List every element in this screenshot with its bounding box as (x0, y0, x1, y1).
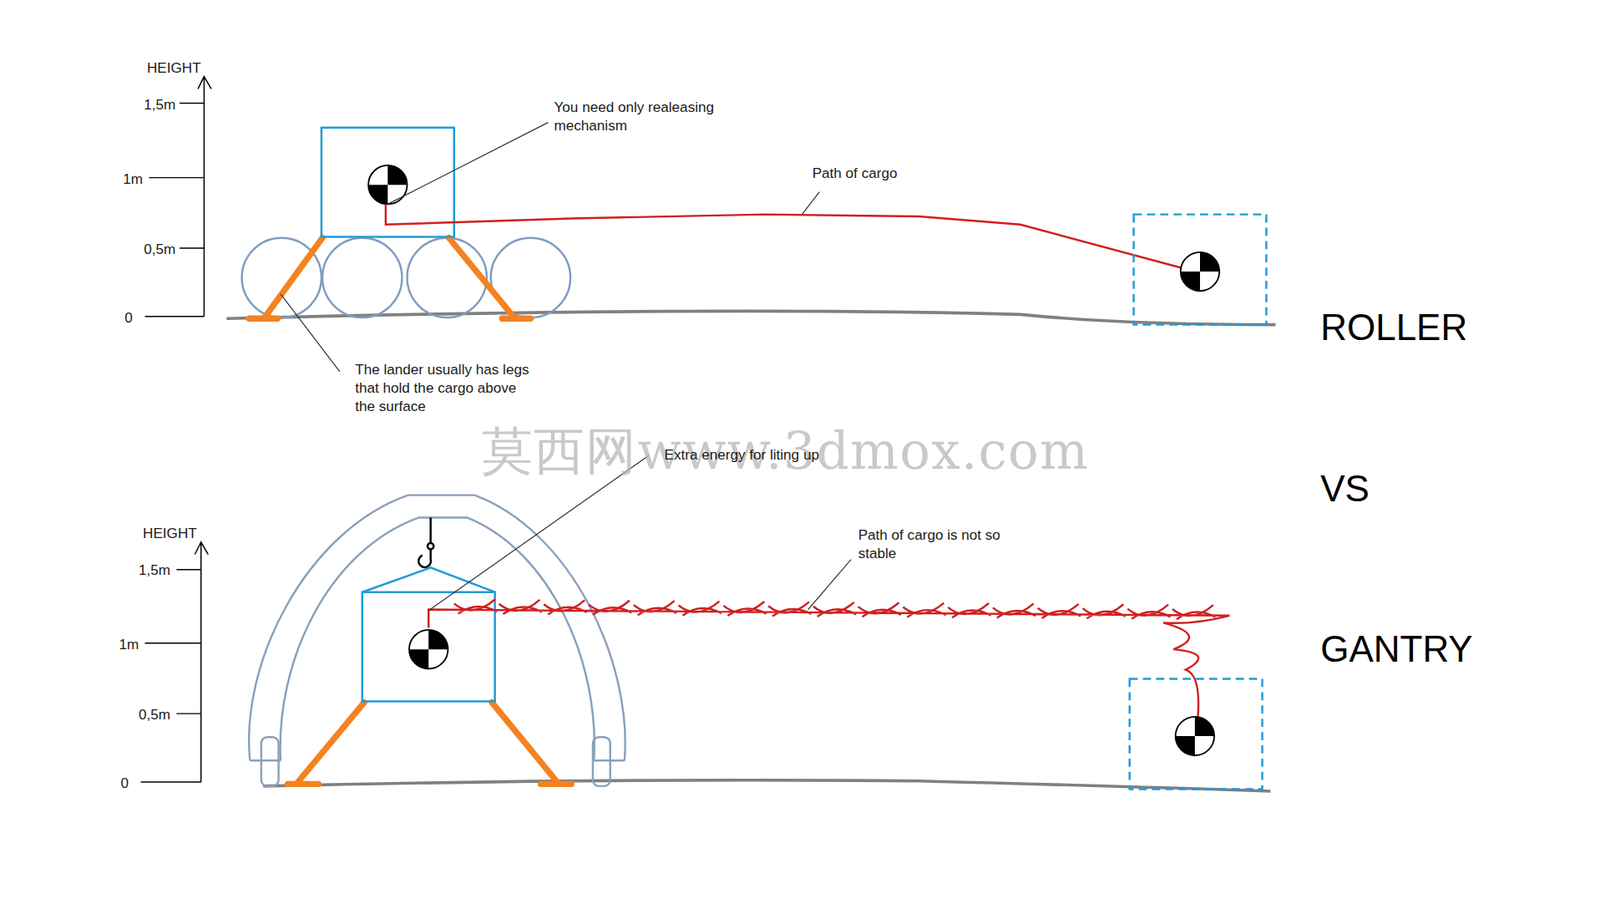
leg (491, 702, 557, 782)
leader-lines (280, 122, 820, 372)
foot (501, 315, 531, 322)
unstable-cargo-path (428, 599, 1230, 735)
roller (407, 237, 487, 318)
lander-legs (248, 237, 531, 319)
foot (541, 780, 573, 787)
cg-symbol (409, 629, 448, 669)
lander-legs (288, 702, 573, 785)
gantry-frame (248, 495, 626, 786)
cargo-path (385, 203, 1200, 273)
rollers (242, 237, 571, 318)
axis-value: 0 (111, 308, 132, 327)
axis-value: 1m (101, 169, 143, 188)
cg-symbol (1180, 252, 1220, 291)
cg-symbol (368, 165, 407, 204)
roller (322, 237, 402, 318)
gantry-wheel (592, 736, 611, 786)
leg (298, 702, 365, 782)
axis-line (197, 76, 212, 317)
roller (242, 237, 322, 318)
leader-line (387, 122, 548, 205)
height-axis (141, 541, 209, 782)
gantry-wheel (261, 736, 279, 786)
hook-eye (427, 542, 434, 549)
callout-note: You need only realeasing mechanism (554, 97, 744, 135)
axis-title: HEIGHT (142, 523, 198, 542)
sling (362, 567, 496, 592)
axis-value: 0,5m (117, 704, 172, 724)
callout-note: Path of cargo is not so stable (858, 525, 1033, 563)
hook-curve (418, 548, 431, 567)
callout-note: Path of cargo (812, 163, 898, 183)
leg (265, 237, 323, 317)
hook-cable (429, 517, 431, 544)
foot (288, 780, 319, 787)
hook (418, 517, 434, 568)
axis-value: 1,5m (122, 95, 177, 114)
callout-note: The lander usually has legs that hold th… (354, 359, 539, 416)
axis-ticks (145, 102, 205, 316)
gantry-arch-inner (280, 517, 595, 761)
axis-value: 1m (97, 634, 139, 654)
callout-note: Extra energy for liting up (663, 445, 819, 464)
leg (449, 237, 514, 317)
ground (263, 779, 1271, 791)
height-axis (145, 76, 212, 317)
cargo-target-box (1129, 678, 1263, 790)
gantry-arch-outer (248, 495, 626, 761)
axis-value: 0 (108, 773, 129, 792)
axis-title: HEIGHT (146, 58, 202, 77)
leader-line (808, 559, 851, 610)
axis-ticks (141, 569, 202, 782)
foot (248, 315, 278, 322)
leader-line (280, 293, 340, 372)
panel-title: ROLLER (1320, 303, 1468, 352)
ground (226, 310, 1276, 325)
axis-value: 1,5m (117, 560, 172, 579)
cargo-box (321, 127, 455, 238)
panel-title: VS (1320, 465, 1370, 513)
gantry-arch-ends (249, 759, 624, 761)
cargo-target-box (1134, 214, 1267, 325)
axis-value: 0,5m (122, 239, 177, 259)
axis-line (194, 541, 208, 782)
cg-symbol (1175, 716, 1215, 755)
panel-title: GANTRY (1320, 625, 1474, 674)
leader-line (801, 192, 820, 215)
